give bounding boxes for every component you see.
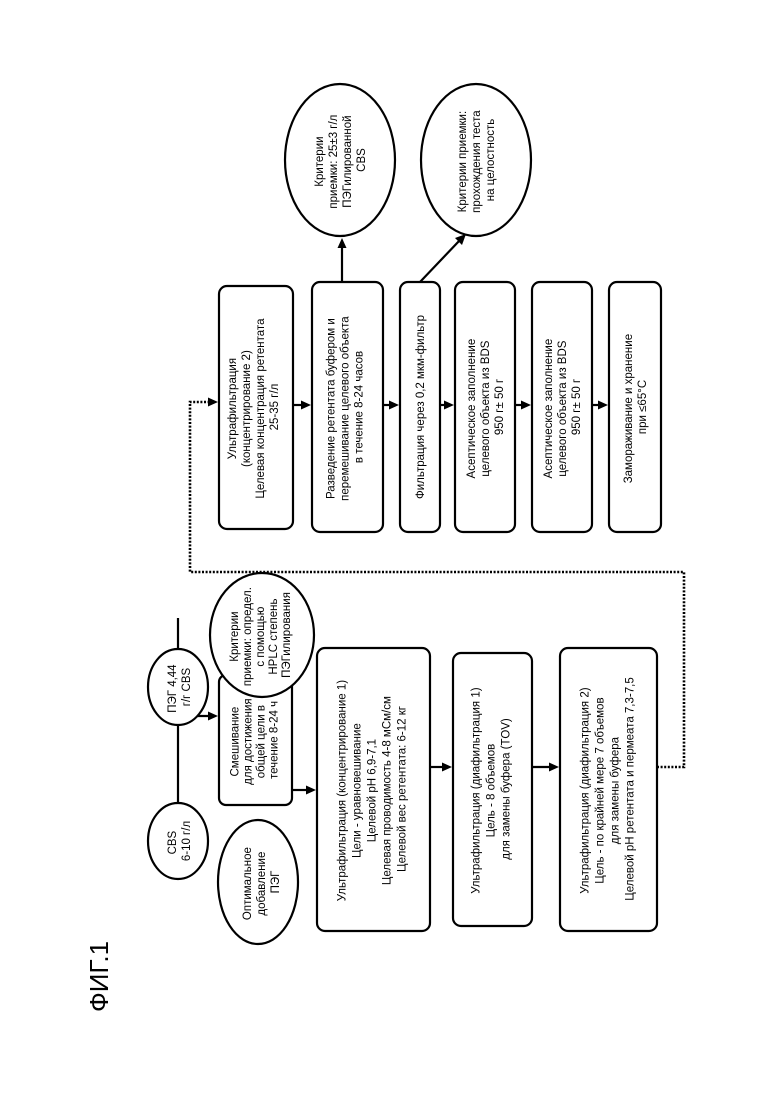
- df1-line-3: для замены буфера (TOV): [501, 718, 513, 860]
- df1-line-2: Цель - 8 объемов: [486, 744, 498, 838]
- dilution-line-3: в течение 8-24 часов: [354, 351, 366, 463]
- svg-text:Критерии приемки: прохож: Критерии приемки: прохождения теста на ц…: [457, 107, 497, 213]
- freeze-store-node: Замораживание и хранение при ≤65°C: [609, 282, 661, 532]
- criteria-integrity-line-1: Критерии приемки:: [457, 111, 469, 213]
- arrowhead: [521, 401, 531, 410]
- arrowhead: [338, 238, 347, 248]
- aseptic-fill-1-node: Асептическое заполнение целевого объекта…: [455, 282, 515, 532]
- criteria-concentration-ellipse: [285, 84, 395, 236]
- arrowhead: [442, 763, 452, 772]
- criteria-conc-line-3: ПЭГилированной: [342, 115, 354, 207]
- peg-addition-node: Оптимальное добавление ПЭГ: [218, 820, 298, 944]
- mixing-line-1: Смешивание: [230, 707, 242, 777]
- criteria-conc-line-2: приемки: 25±3 г/л: [328, 115, 340, 209]
- criteria-integrity-node: Критерии приемки: прохождения теста на ц…: [421, 84, 531, 236]
- criteria-hplc-line-1: Критерии: [229, 611, 241, 661]
- peg-addition-line-3: ПЭГ: [270, 870, 282, 894]
- svg-text:Смешивание для достижени: Смешивание для достижения общей цели в т…: [230, 695, 281, 785]
- aseptic1-line-2: целевого объекта из BDS: [480, 340, 492, 476]
- freeze-line-1: Замораживание и хранение: [623, 334, 635, 483]
- filtration-line-1: Фильтрация через 0,2 мкм-фильтр: [415, 315, 427, 499]
- mixing-line-2: для достижения: [243, 698, 255, 784]
- aseptic1-line-3: 950 г± 50 г: [494, 379, 506, 435]
- mixing-line-4: течение 8-24 ч: [269, 701, 281, 779]
- peg-ratio-line-2: г/г CBS: [181, 667, 193, 706]
- cbs-line-2: 6-10 г/л: [181, 821, 193, 861]
- uf-conc1-line-5: Целевой вес ретентата: 6-12 кг: [397, 706, 409, 872]
- peg-addition-line-2: добавление: [256, 852, 268, 916]
- criteria-hplc-line-3: с помощью: [255, 606, 267, 666]
- aseptic2-line-2: целевого объекта из BDS: [557, 340, 569, 476]
- criteria-concentration-node: Критерии приемки: 25±3 г/л ПЭГилированно…: [285, 84, 395, 236]
- arrowhead: [301, 401, 311, 410]
- dilution-line-1: Разведение ретентата буфером и: [326, 318, 338, 499]
- arrowhead: [444, 401, 454, 410]
- peg-ratio-line-1: ПЭГ 4,44: [167, 664, 179, 713]
- aseptic2-line-3: 950 г± 50 г: [571, 379, 583, 435]
- criteria-hplc-line-2: приемки: определ.: [242, 587, 254, 686]
- diafiltration-2-box: [560, 648, 657, 931]
- criteria-hplc-line-4: HPLC степень: [268, 599, 280, 675]
- arrowhead: [208, 712, 218, 721]
- filtration-to-criteria-line: [420, 240, 460, 282]
- aseptic1-line-1: Асептическое заполнение: [466, 339, 478, 479]
- filtration-node: Фильтрация через 0,2 мкм-фильтр: [400, 282, 440, 532]
- uf-conc2-line-3: Целевая концентрация ретентата: [255, 318, 267, 499]
- uf-conc2-line-1: Ультрафильтрация: [227, 358, 239, 459]
- aseptic2-line-1: Асептическое заполнение: [543, 339, 555, 479]
- uf-concentration-1-node: Ультрафильтрация (концентрирование 1) Це…: [317, 648, 430, 931]
- dilution-node: Разведение ретентата буфером и перемешив…: [312, 282, 383, 532]
- criteria-conc-line-4: CBS: [356, 148, 368, 172]
- freeze-store-box: [609, 282, 661, 532]
- uf-conc1-line-2: Цели - уравновешивание: [352, 723, 364, 858]
- diafiltration-1-node: Ультрафильтрация (диафильтрация 1) Цель …: [453, 653, 532, 926]
- df1-line-1: Ультрафильтрация (диафильтрация 1): [471, 687, 483, 894]
- mixing-line-3: общей цели в: [256, 705, 268, 778]
- diafiltration-2-node: Ультрафильтрация (диафильтрация 2) Цель …: [560, 648, 657, 931]
- arrowhead: [306, 786, 316, 795]
- criteria-hplc-node: Критерии приемки: определ. с помощью HPL…: [210, 573, 314, 697]
- cbs-node: CBS 6-10 г/л: [148, 803, 208, 879]
- peg-addition-line-1: Оптимальное: [242, 847, 254, 920]
- arrowhead: [598, 401, 608, 410]
- criteria-integrity-line-2: прохождения теста: [471, 110, 483, 213]
- df2-line-1: Ультрафильтрация (диафильтрация 2): [580, 687, 592, 894]
- criteria-conc-line-1: Критерии: [314, 136, 326, 186]
- arrowhead: [208, 398, 218, 407]
- peg-ratio-node: ПЭГ 4,44 г/г CBS: [148, 649, 208, 725]
- freeze-line-2: при ≤65°C: [637, 380, 649, 434]
- uf-conc2-line-4: 25-35 г/л: [269, 384, 281, 431]
- figure-label: ФИГ.1: [84, 941, 114, 1012]
- arrowhead: [389, 401, 399, 410]
- uf-conc1-line-3: Целевой pH 6,9-7,1: [367, 739, 379, 842]
- uf-concentration-2-node: Ультрафильтрация (концентрирование 2) Це…: [219, 286, 293, 529]
- criteria-integrity-line-3: на целостность: [485, 119, 497, 201]
- dilution-line-2: перемешивание целевого объекта: [340, 316, 352, 501]
- arrowhead: [549, 763, 559, 772]
- uf-conc2-line-2: (концентрирование 2): [241, 350, 253, 467]
- criteria-hplc-line-5: ПЭГилирования: [281, 592, 293, 678]
- uf-conc1-line-1: Ультрафильтрация (концентрирование 1): [337, 680, 349, 902]
- aseptic-fill-2-node: Асептическое заполнение целевого объекта…: [532, 282, 592, 532]
- df2-line-2: Цель - по крайней мере 7 объемов: [595, 697, 607, 883]
- df2-line-4: Целевой pH ретентата и пермеата 7,3-7,5: [625, 677, 637, 900]
- uf-conc1-line-4: Целевая проводимость 4-8 мСм/см: [382, 696, 394, 885]
- df2-line-3: для замены буфера: [610, 736, 622, 844]
- svg-text:Фильтрация через 0,2 мкм-фильт: Фильтрация через 0,2 мкм-фильтр: [415, 315, 427, 499]
- cbs-line-1: CBS: [167, 830, 179, 854]
